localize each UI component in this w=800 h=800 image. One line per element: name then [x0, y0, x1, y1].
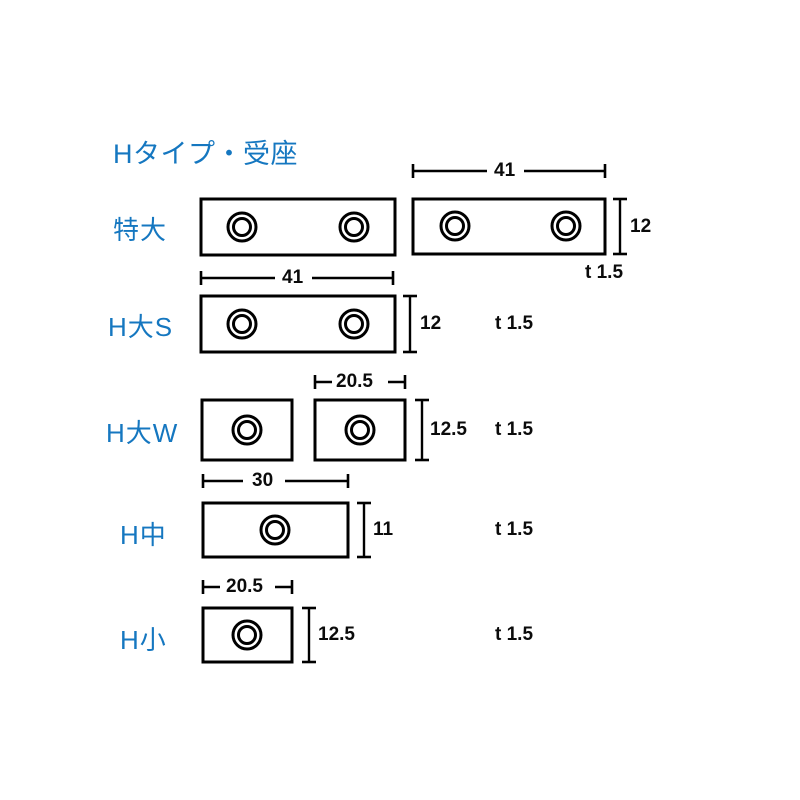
screw-hole	[231, 414, 263, 446]
plate-hdais	[199, 294, 397, 354]
dimension-line-tokudai-height	[611, 197, 629, 256]
page-title: Hタイプ・受座	[113, 139, 298, 169]
dim-tokudai-width: 41	[494, 160, 516, 181]
screw-hole	[338, 211, 370, 243]
row-label-tokudai: 特大	[113, 215, 168, 245]
dim-tokudai-thickness: t 1.5	[585, 262, 624, 283]
screw-hole	[259, 514, 291, 546]
dimension-line-hdaiw-height	[413, 398, 431, 462]
dimension-line-hdais-width	[199, 269, 395, 287]
plate-tokudai-left	[199, 197, 397, 257]
row-label-hdais: H大S	[108, 312, 174, 342]
screw-hole	[231, 619, 263, 651]
dim-hdaiw-width: 20.5	[336, 371, 373, 392]
screw-hole	[344, 414, 376, 446]
dim-hdaiw-height: 12.5	[430, 419, 467, 440]
plate-hchu	[201, 501, 350, 559]
screw-hole	[439, 210, 471, 242]
plate-hdaiw-right	[313, 398, 407, 462]
dim-hdais-thickness: t 1.5	[495, 313, 534, 334]
plate-hdaiw-left	[200, 398, 294, 462]
screw-hole	[226, 308, 258, 340]
dimension-line-hdaiw-width	[313, 373, 407, 391]
plate-hsho	[201, 606, 294, 664]
screw-hole	[550, 210, 582, 242]
dim-hsho-height: 12.5	[318, 624, 355, 645]
dim-hsho-thickness: t 1.5	[495, 624, 534, 645]
dim-hdaiw-thickness: t 1.5	[495, 419, 534, 440]
dimension-line-hsho-height	[300, 606, 318, 664]
dim-hsho-width: 20.5	[226, 576, 263, 597]
dim-hchu-width: 30	[252, 470, 274, 491]
screw-hole	[338, 308, 370, 340]
dimension-line-hdais-height	[401, 294, 419, 354]
dim-tokudai-height: 12	[630, 216, 652, 237]
dim-hdais-width: 41	[282, 267, 304, 288]
screw-hole	[226, 211, 258, 243]
dim-hchu-height: 11	[373, 519, 394, 540]
dimension-line-hchu-height	[355, 501, 373, 559]
dimension-line-tokudai-width	[411, 162, 607, 180]
row-label-hchu: H中	[120, 520, 167, 550]
row-label-hdaiw: H大W	[106, 418, 179, 448]
dim-hdais-height: 12	[420, 313, 442, 334]
row-label-hsho: H小	[120, 625, 167, 655]
plate-tokudai-right	[411, 197, 607, 256]
dimension-line-hsho-width	[201, 578, 294, 596]
dimension-line-hchu-width	[201, 472, 350, 490]
dim-hchu-thickness: t 1.5	[495, 519, 534, 540]
